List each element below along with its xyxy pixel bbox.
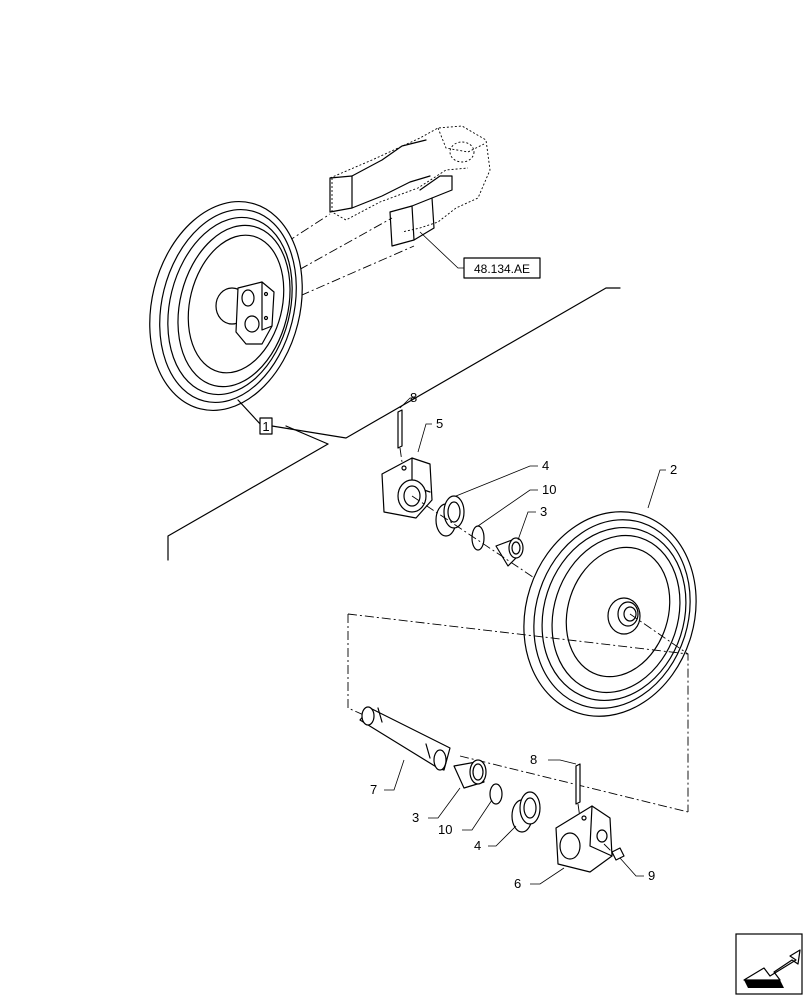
- seal-part-4-lower: [511, 791, 541, 833]
- oring-part-10-upper: [471, 525, 485, 551]
- bushing-part-3-lower: [453, 759, 487, 789]
- callout-4-upper: 4: [542, 458, 549, 473]
- bushing-part-3-upper: [495, 537, 524, 567]
- callout-7: 7: [370, 782, 377, 797]
- next-page-arrow-icon[interactable]: [735, 933, 803, 995]
- shaft-part-7: [359, 706, 451, 771]
- oring-part-10-lower: [489, 783, 503, 805]
- callout-10-lower: 10: [438, 822, 452, 837]
- callout-3-upper: 3: [540, 504, 547, 519]
- reference-label: 48.134.AE: [474, 262, 530, 276]
- pin-part-8-lower: [575, 763, 581, 819]
- callout-8-lower: 8: [530, 752, 537, 767]
- pin-part-8-upper: [397, 409, 403, 463]
- callout-6: 6: [514, 876, 521, 891]
- idler-wheel-assembled: [149, 201, 303, 411]
- assembly-callout: 1: [167, 287, 621, 561]
- subassembly-boundary: [347, 614, 367, 717]
- callout-5: 5: [436, 416, 443, 431]
- idler-wheel-part-2: [523, 511, 697, 717]
- callout-numbers: 8 5 4 10 3 2 8 7 3 10 4 6 9: [370, 390, 677, 891]
- assembly-label: 1: [262, 419, 269, 434]
- grease-fitting-part-9: [603, 843, 625, 861]
- bracket-part-5: [381, 457, 433, 519]
- callout-3-lower: 3: [412, 810, 419, 825]
- callout-leaders: [384, 397, 666, 885]
- callout-10-upper: 10: [542, 482, 556, 497]
- reference-box[interactable]: 48.134.AE: [463, 257, 541, 279]
- seal-part-4-upper: [435, 495, 465, 537]
- callout-4-lower: 4: [474, 838, 481, 853]
- frame-bracket: [329, 125, 491, 247]
- bracket-part-6: [555, 805, 613, 873]
- callout-2: 2: [670, 462, 677, 477]
- callout-9: 9: [648, 868, 655, 883]
- callout-8-upper: 8: [410, 390, 417, 405]
